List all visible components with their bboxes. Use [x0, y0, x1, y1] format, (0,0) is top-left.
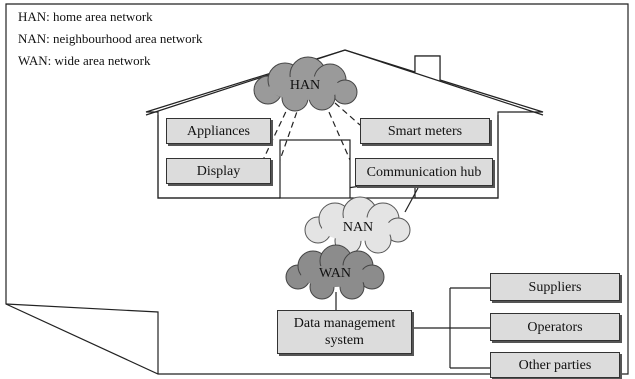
house-left-wall — [157, 115, 280, 199]
legend: HAN: home area network NAN: neighbourhoo… — [18, 8, 218, 74]
display-box: Display — [166, 158, 271, 184]
appliances-box: Appliances — [166, 118, 271, 144]
communication-hub-box: Communication hub — [355, 158, 493, 186]
nan-cloud — [304, 196, 411, 255]
han-cloud — [253, 56, 358, 112]
suppliers-box: Suppliers — [490, 273, 620, 301]
hub-to-nan-line — [404, 187, 419, 213]
legend-nan: NAN: neighbourhood area network — [18, 31, 203, 46]
house-door — [279, 139, 351, 199]
data-management-system-box: Data management system — [277, 310, 412, 354]
house-chimney — [414, 55, 441, 80]
han-cloud-label: HAN — [289, 78, 321, 93]
legend-wan: WAN: wide area network — [18, 53, 151, 68]
house-right-wall — [350, 115, 499, 199]
nan-cloud-label: NAN — [342, 220, 374, 235]
page-fold — [5, 303, 159, 374]
wan-cloud-label: WAN — [319, 266, 351, 281]
backend-links — [335, 287, 490, 369]
smart-meters-box: Smart meters — [360, 118, 490, 144]
operators-box: Operators — [490, 313, 620, 341]
legend-han: HAN: home area network — [18, 9, 153, 24]
other-parties-box: Other parties — [490, 352, 620, 378]
wan-cloud — [285, 244, 385, 300]
han-links — [262, 102, 361, 161]
house-roof — [145, 49, 544, 116]
page-outline — [5, 3, 629, 375]
